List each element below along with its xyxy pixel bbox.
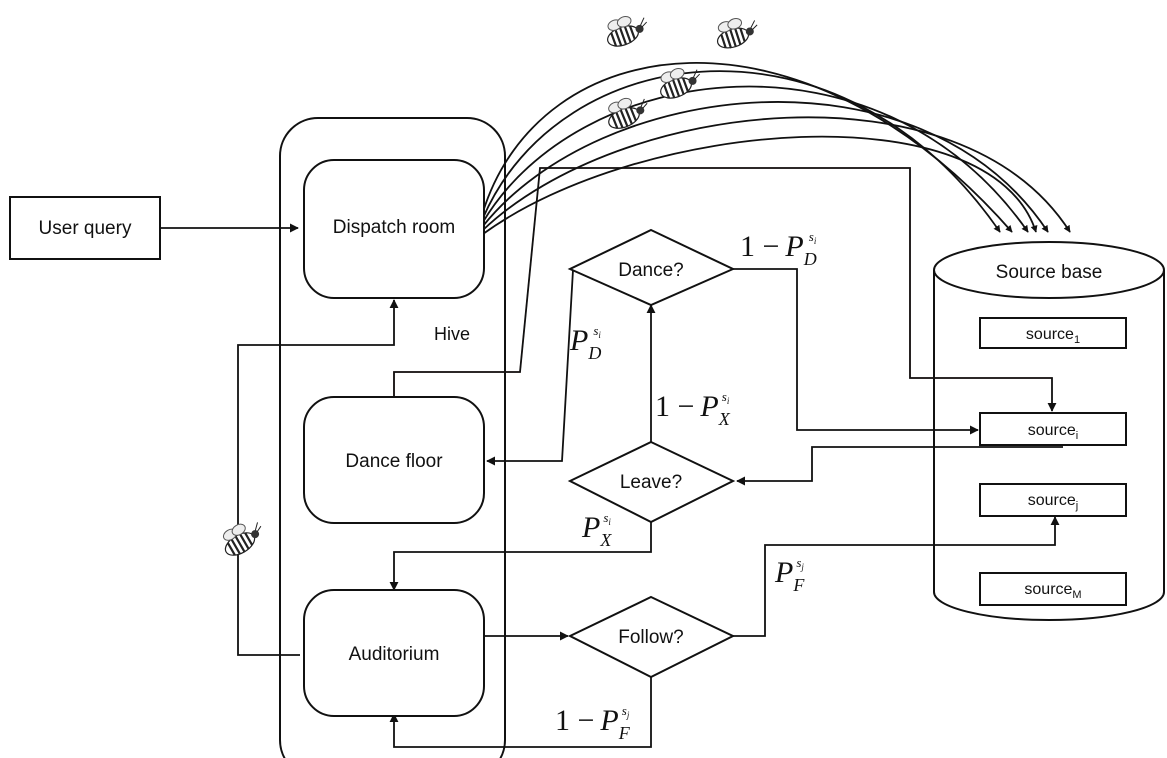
prob-pd: PDsi — [569, 323, 601, 363]
source-item: sourceM — [979, 572, 1127, 606]
dispatch-room-label: Dispatch room — [333, 217, 456, 238]
prob-one-minus-px: 1 −PXsi — [655, 389, 731, 429]
svg-text:sourcei: sourcei — [1028, 422, 1078, 442]
bee-icon — [600, 8, 653, 52]
svg-text:source1: source1 — [1026, 326, 1080, 346]
user-query-box — [9, 196, 161, 260]
user-query-label: User query — [39, 218, 132, 239]
source-item: sourcej — [979, 483, 1127, 517]
prob-pf: PFsj — [774, 555, 805, 595]
prob-one-minus-pf: 1 −PFsj — [555, 703, 631, 743]
bee-icon — [216, 513, 269, 561]
source-base-label: Source base — [996, 262, 1103, 283]
source-item: sourcei — [979, 412, 1127, 446]
dance-decision-node — [567, 228, 736, 307]
svg-text:sourceM: sourceM — [1024, 581, 1081, 601]
leave-decision-label: Leave? — [620, 472, 682, 493]
source-item: source1 — [979, 317, 1127, 349]
svg-text:sourcej: sourcej — [1028, 492, 1078, 512]
dance-decision-label: Dance? — [618, 260, 684, 281]
dispatch-room-node — [303, 159, 485, 299]
follow-decision-node — [567, 595, 736, 679]
follow-decision-label: Follow? — [618, 627, 683, 648]
dance-floor-label: Dance floor — [345, 451, 443, 472]
prob-px: PXsi — [581, 510, 612, 550]
auditorium-node — [303, 589, 485, 717]
hive-label: Hive — [434, 324, 470, 344]
bee-icon — [653, 60, 706, 104]
bee-icon — [601, 90, 654, 134]
prob-one-minus-pd: 1 −PDsi — [740, 229, 817, 269]
leave-decision-node — [567, 440, 736, 524]
bee-icon — [711, 11, 763, 53]
connectors — [160, 167, 1063, 748]
auditorium-label: Auditorium — [349, 644, 440, 665]
bee-flight-paths — [482, 62, 1071, 235]
dance-floor-node — [303, 396, 485, 524]
